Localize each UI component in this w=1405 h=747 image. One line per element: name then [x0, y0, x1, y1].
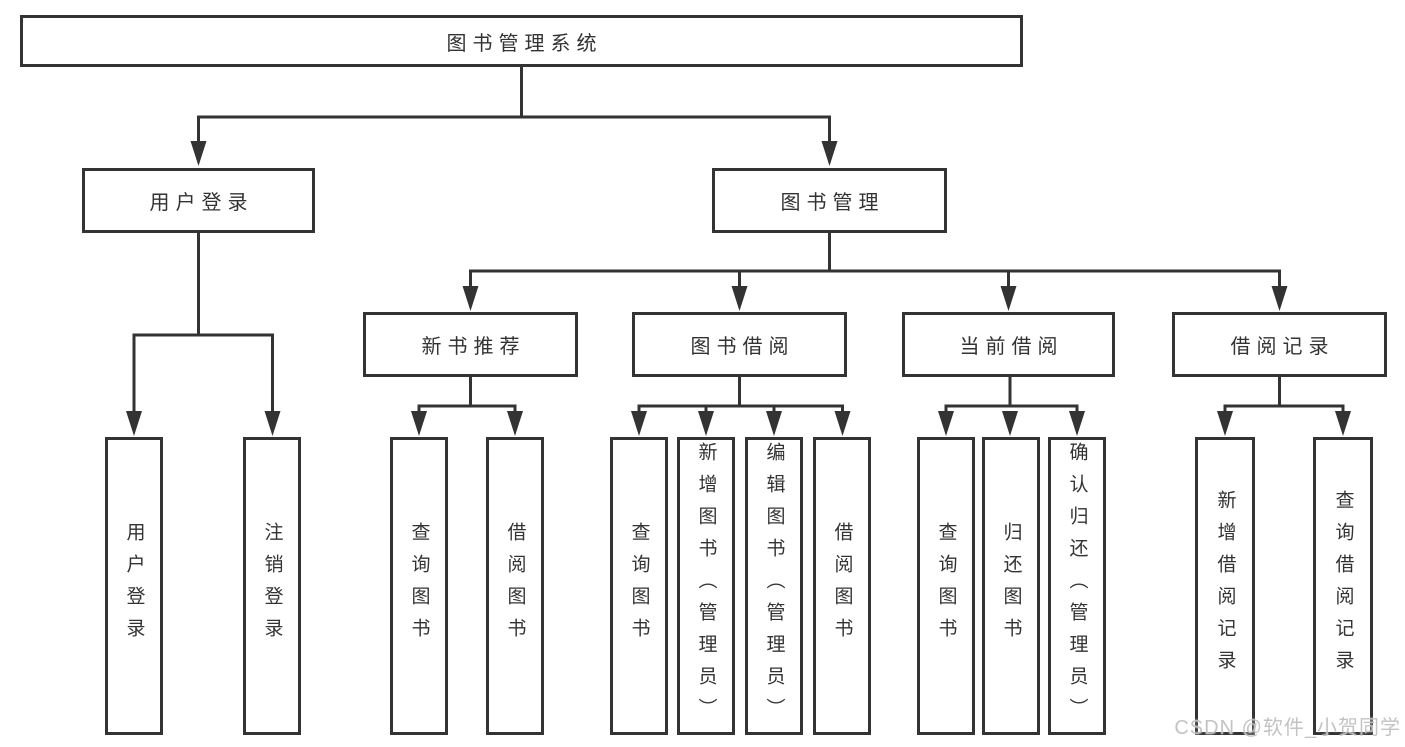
wires-user-login: [132, 233, 274, 413]
leaf-current-confirm-admin-label: 确认归还（管理员）: [1066, 442, 1088, 730]
arrowhead-icons: [126, 141, 1351, 436]
leaf-current-return: 归还图书: [982, 437, 1040, 735]
leaf-borrow-add-admin-label: 新增图书（管理员）: [695, 442, 717, 730]
leaf-current-confirm-admin: 确认归还（管理员）: [1048, 437, 1106, 735]
leaf-logout: 注销登录: [243, 437, 301, 735]
leaf-newbook-query: 查询图书: [390, 437, 448, 735]
node-user-login: 用户登录: [82, 168, 315, 233]
leaf-user-login: 用户登录: [105, 437, 163, 735]
leaf-borrow-edit-admin: 编辑图书（管理员）: [745, 437, 803, 735]
leaf-newbook-borrow: 借阅图书: [486, 437, 544, 735]
leaf-borrow-query-label: 查询图书: [628, 522, 650, 650]
leaf-borrow-edit-admin-label: 编辑图书（管理员）: [763, 442, 785, 730]
leaf-borrow-query: 查询图书: [610, 437, 668, 735]
leaf-current-return-label: 归还图书: [1000, 522, 1022, 650]
leaf-newbook-query-label: 查询图书: [408, 522, 430, 650]
wires-book-management: [469, 233, 1281, 288]
leaf-records-query: 查询借阅记录: [1313, 437, 1373, 735]
leaf-records-add-label: 新增借阅记录: [1214, 490, 1236, 682]
node-root-system: 图书管理系统: [20, 15, 1023, 67]
wires-root-to-branches: [197, 67, 831, 143]
leaf-user-login-label: 用户登录: [123, 522, 145, 650]
leaf-current-query-label: 查询图书: [935, 522, 957, 650]
leaf-borrow-borrow-label: 借阅图书: [831, 522, 853, 650]
node-borrow-records: 借阅记录: [1172, 312, 1387, 377]
leaf-current-query: 查询图书: [917, 437, 975, 735]
node-current-borrow: 当前借阅: [902, 312, 1115, 377]
csdn-watermark: CSDN @软件_小贺同学: [1174, 717, 1401, 739]
leaf-borrow-add-admin: 新增图书（管理员）: [677, 437, 735, 735]
leaf-logout-label: 注销登录: [261, 522, 283, 650]
node-book-management: 图书管理: [712, 168, 947, 233]
leaf-newbook-borrow-label: 借阅图书: [504, 522, 526, 650]
leaf-records-query-label: 查询借阅记录: [1332, 490, 1354, 682]
wires-modules-to-leaves: [417, 377, 1345, 413]
node-book-borrow: 图书借阅: [632, 312, 847, 377]
leaf-borrow-borrow: 借阅图书: [813, 437, 871, 735]
node-new-book-recommend: 新书推荐: [363, 312, 578, 377]
leaf-records-add: 新增借阅记录: [1195, 437, 1255, 735]
